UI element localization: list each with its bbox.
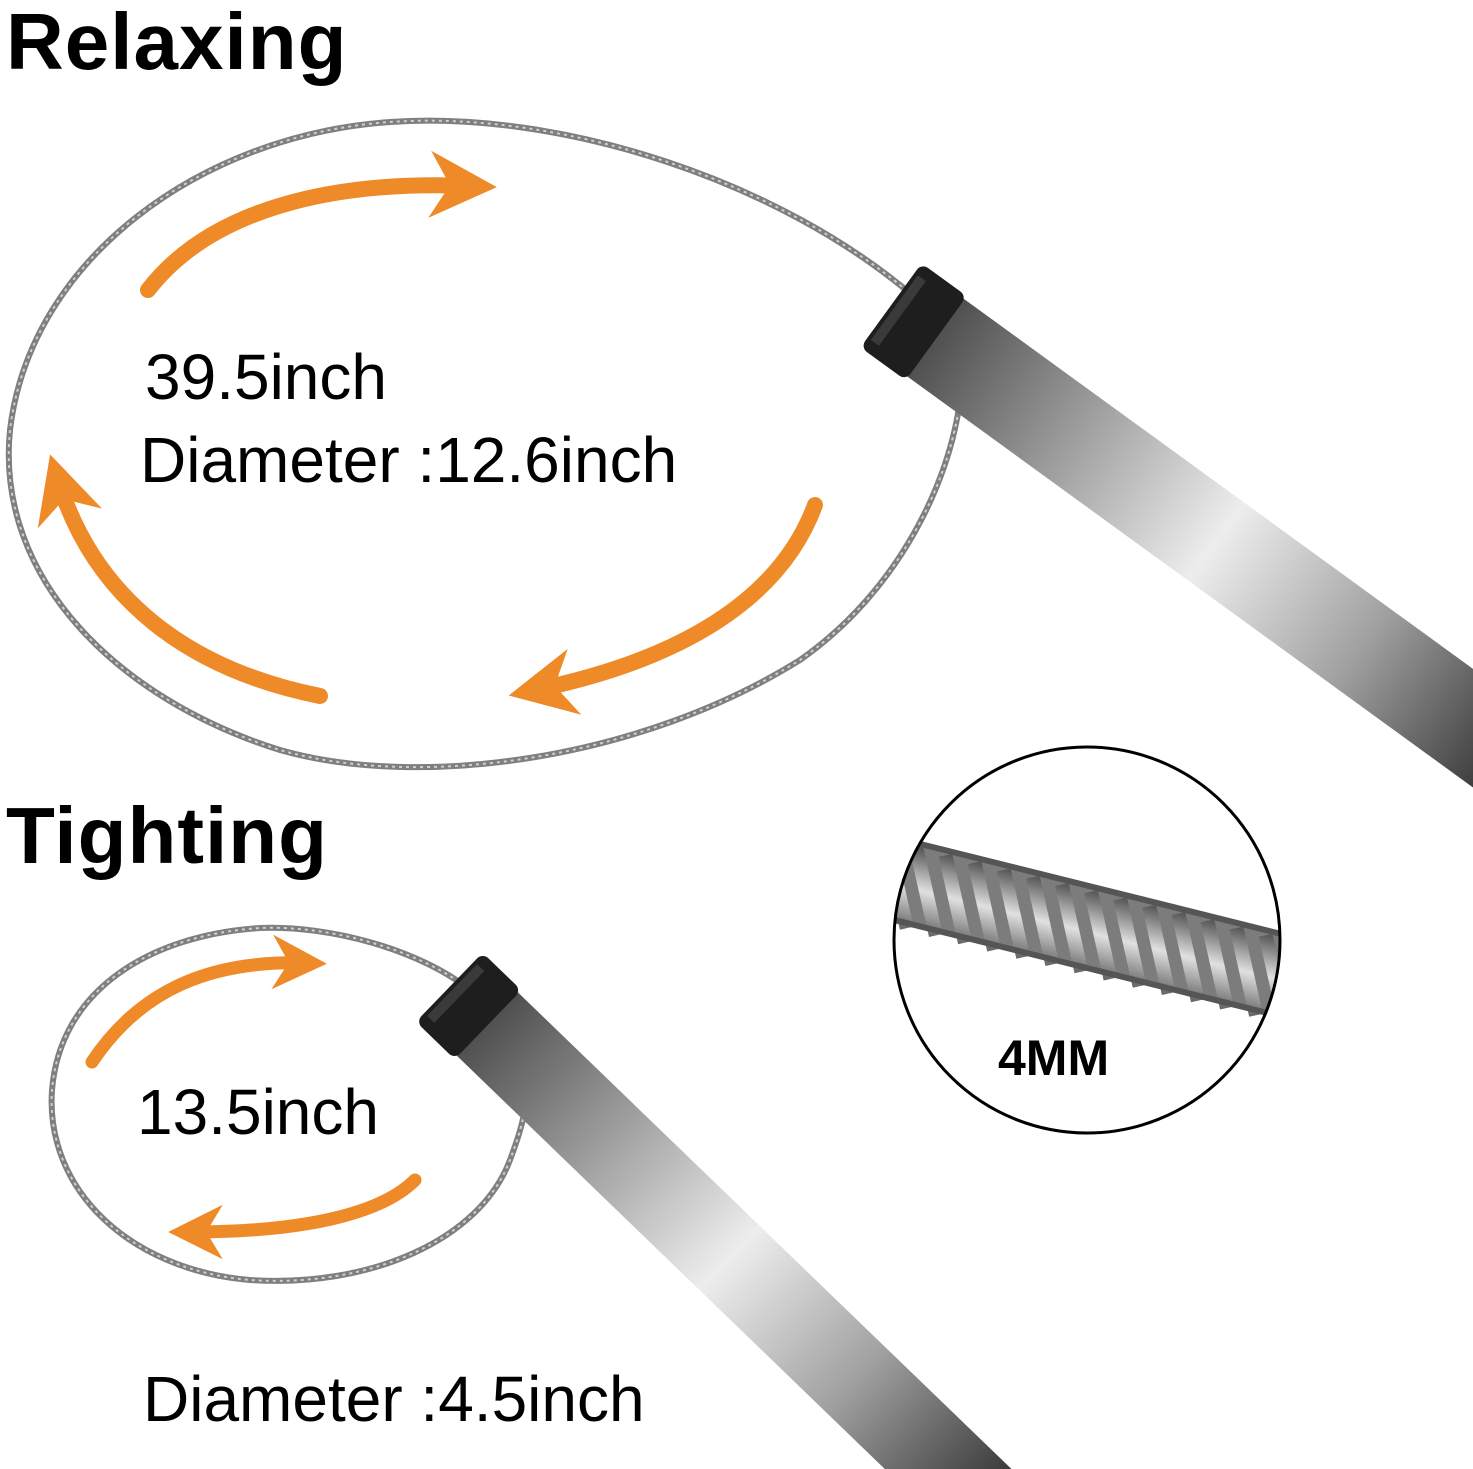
tightened-heading: Tighting bbox=[6, 791, 328, 880]
curved-arrow-icon bbox=[168, 1173, 422, 1260]
curved-arrow-icon bbox=[85, 934, 327, 1069]
curved-arrow-icon bbox=[508, 497, 823, 715]
relaxed-diameter-label: Diameter :12.6inch bbox=[140, 424, 678, 496]
relaxed-cable-loop bbox=[5, 117, 963, 771]
tightened-direction-arrows bbox=[85, 934, 422, 1260]
tightened-pole bbox=[419, 955, 1013, 1469]
relaxed-heading: Relaxing bbox=[6, 0, 348, 86]
tightened-cable-loop bbox=[48, 924, 528, 1284]
tightened-length-label: 13.5inch bbox=[137, 1076, 379, 1148]
curved-arrow-icon bbox=[37, 454, 328, 704]
curved-arrow-icon bbox=[140, 150, 497, 298]
cable-detail-magnifier bbox=[892, 745, 1282, 1135]
cable-thickness-label: 4MM bbox=[998, 1030, 1110, 1086]
tightened-diameter-label: Diameter :4.5inch bbox=[143, 1363, 645, 1435]
relaxed-direction-arrows bbox=[37, 150, 823, 715]
relaxed-pole bbox=[863, 266, 1473, 793]
relaxed-length-label: 39.5inch bbox=[145, 341, 387, 413]
